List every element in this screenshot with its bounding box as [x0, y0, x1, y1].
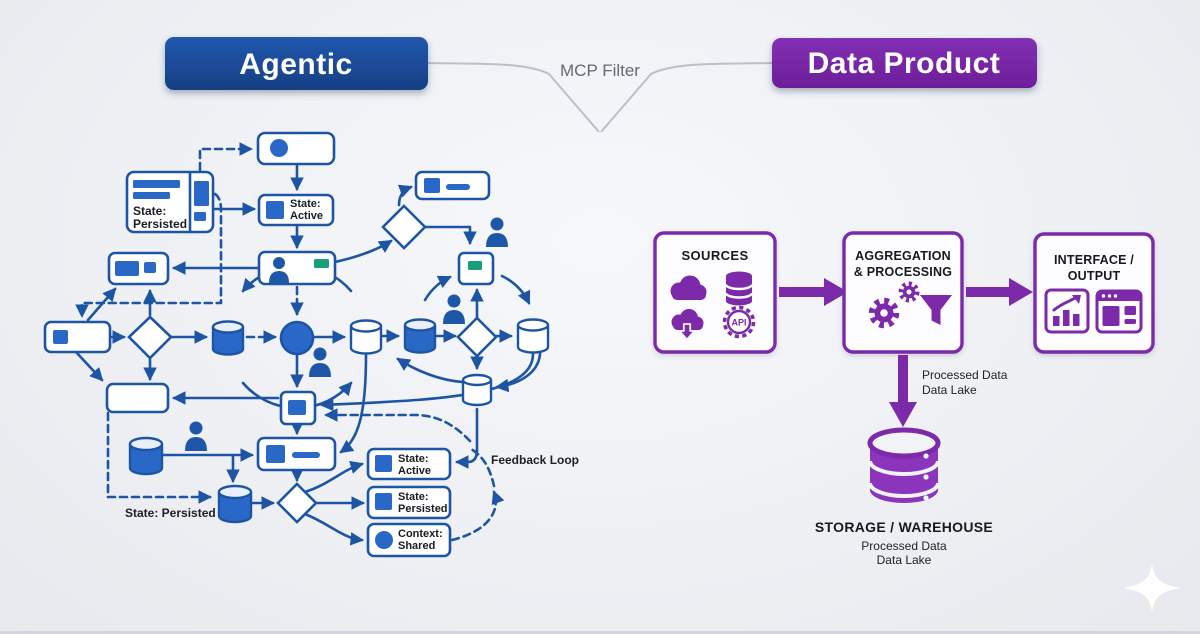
data-product-title: Data Product [808, 47, 1001, 80]
sources-box: SOURCES API [653, 231, 777, 354]
chart-icon [1044, 288, 1090, 334]
agentic-title: Agentic [239, 48, 353, 81]
legend-shared-line2: Shared [398, 540, 435, 552]
hub-circle-icon [279, 320, 315, 356]
person-icon [269, 257, 289, 283]
aggregation-title-line1: AGGREGATION [855, 249, 951, 263]
state-square-node [279, 390, 317, 426]
legend-persisted-line1: State: [398, 491, 429, 503]
legend-active-line2: Active [398, 465, 431, 477]
sparkle-icon [1123, 564, 1181, 612]
legend-shared-line1: Context: [398, 528, 443, 540]
funnel-icon [920, 295, 952, 325]
feedback-loop-label: Feedback Loop [491, 453, 579, 467]
database-cylinder-icon [867, 427, 941, 503]
arrow-sources-to-aggregation [779, 278, 848, 306]
database-icon [724, 271, 754, 306]
active-line2: Active [290, 210, 323, 222]
person-icon [309, 347, 331, 377]
message-node-top [414, 170, 491, 201]
aggregation-title-line2: & PROCESSING [854, 265, 952, 279]
card-state-line2: Persisted [133, 217, 187, 231]
storage-title: STORAGE / WAREHOUSE [815, 519, 993, 535]
ui-node-left [107, 251, 170, 286]
message-node-bottom [256, 436, 337, 472]
interface-output-box: INTERFACE / OUTPUT [1033, 232, 1155, 354]
dashed-connectors [75, 142, 505, 542]
person-icon [443, 294, 465, 324]
database-cylinder-icon [217, 484, 253, 524]
interface-title-line2: OUTPUT [1068, 269, 1121, 283]
state-persisted-label: State: Persisted [125, 506, 216, 520]
interface-title-line1: INTERFACE / [1054, 253, 1134, 267]
agentic-header: Agentic [165, 37, 428, 90]
legend-active-line1: State: [398, 453, 429, 465]
legend-state-persisted: State: Persisted [366, 485, 452, 520]
agent-node [257, 250, 337, 286]
legend-persisted-line2: Persisted [398, 503, 448, 515]
database-cylinder-icon [403, 318, 437, 354]
storage-warehouse: STORAGE / WAREHOUSE Processed Data Data … [815, 427, 993, 567]
browser-window-icon [1095, 289, 1143, 334]
mcp-filter-label: MCP Filter [560, 61, 640, 80]
database-cylinder-icon [461, 373, 493, 407]
person-icon [185, 421, 207, 451]
agentic-flowchart: State: Persisted State: Active [43, 131, 579, 558]
flow-label-line2: Data Lake [922, 383, 977, 397]
decision-diamond-2 [381, 204, 427, 250]
card-state-line1: State: [133, 204, 166, 218]
active-line1: State: [290, 198, 321, 210]
storage-sub-line1: Processed Data [861, 539, 947, 553]
state-active-node: State: Active [257, 193, 335, 227]
person-icon [486, 217, 508, 247]
database-cylinder-icon [211, 320, 245, 356]
decision-diamond-3 [456, 316, 498, 358]
teal-state-node [457, 251, 495, 286]
circle-token-icon [270, 139, 288, 157]
decision-diamond-4 [276, 482, 318, 524]
aggregation-box: AGGREGATION & PROCESSING [842, 231, 964, 354]
state-persisted-card: State: Persisted [125, 170, 215, 234]
teal-status-chip [314, 259, 329, 268]
storage-sub-line2: Data Lake [877, 553, 932, 567]
arrow-aggregation-to-interface [966, 278, 1033, 306]
arrow-aggregation-to-storage [889, 355, 917, 427]
api-badge-icon: API [722, 305, 756, 339]
gears-icon [868, 281, 920, 329]
empty-task-node [105, 382, 170, 414]
cloud-icon [670, 275, 707, 300]
sources-title: SOURCES [681, 248, 748, 263]
task-node-left [43, 320, 112, 354]
api-badge-label: API [731, 317, 746, 327]
start-node [256, 131, 336, 166]
cloud-download-icon [671, 309, 704, 341]
flow-label-line1: Processed Data [922, 368, 1008, 382]
mcp-filter-divider [427, 62, 773, 592]
data-product-header: Data Product [772, 38, 1037, 88]
database-cylinder-icon [349, 319, 383, 355]
data-product-pipeline: SOURCES API [653, 231, 1155, 567]
database-cylinder-icon [516, 318, 550, 354]
legend-state-active: State: Active [366, 447, 452, 481]
database-cylinder-icon [128, 436, 164, 476]
decision-diamond-1 [127, 315, 173, 360]
bottom-edge-line [0, 631, 1200, 634]
legend-context-shared: Context: Shared [366, 522, 452, 558]
